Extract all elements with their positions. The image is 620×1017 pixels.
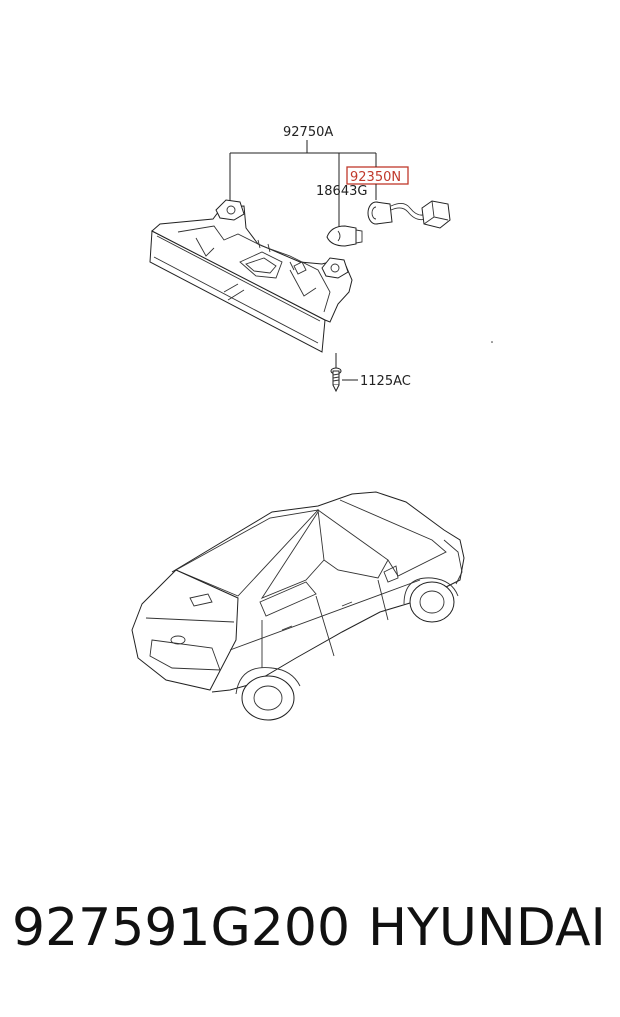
callout-18643G: 18643G [316,184,367,199]
callout-92350N: 92350N [350,170,401,185]
screw [330,367,342,393]
footer: 927591G200 HYUNDAI [0,898,620,988]
leader-lines [229,140,377,381]
part-number: 927591G200 [12,898,351,958]
socket-harness [367,200,451,229]
bulb [326,225,363,247]
car-illustration [131,491,465,721]
callout-92350N-box: 92350N [346,166,409,185]
stop-lamp-housing [149,199,353,353]
callout-92750A: 92750A [283,125,333,140]
callout-1125AC: 1125AC [360,374,411,389]
brand-name: HYUNDAI [368,898,606,958]
